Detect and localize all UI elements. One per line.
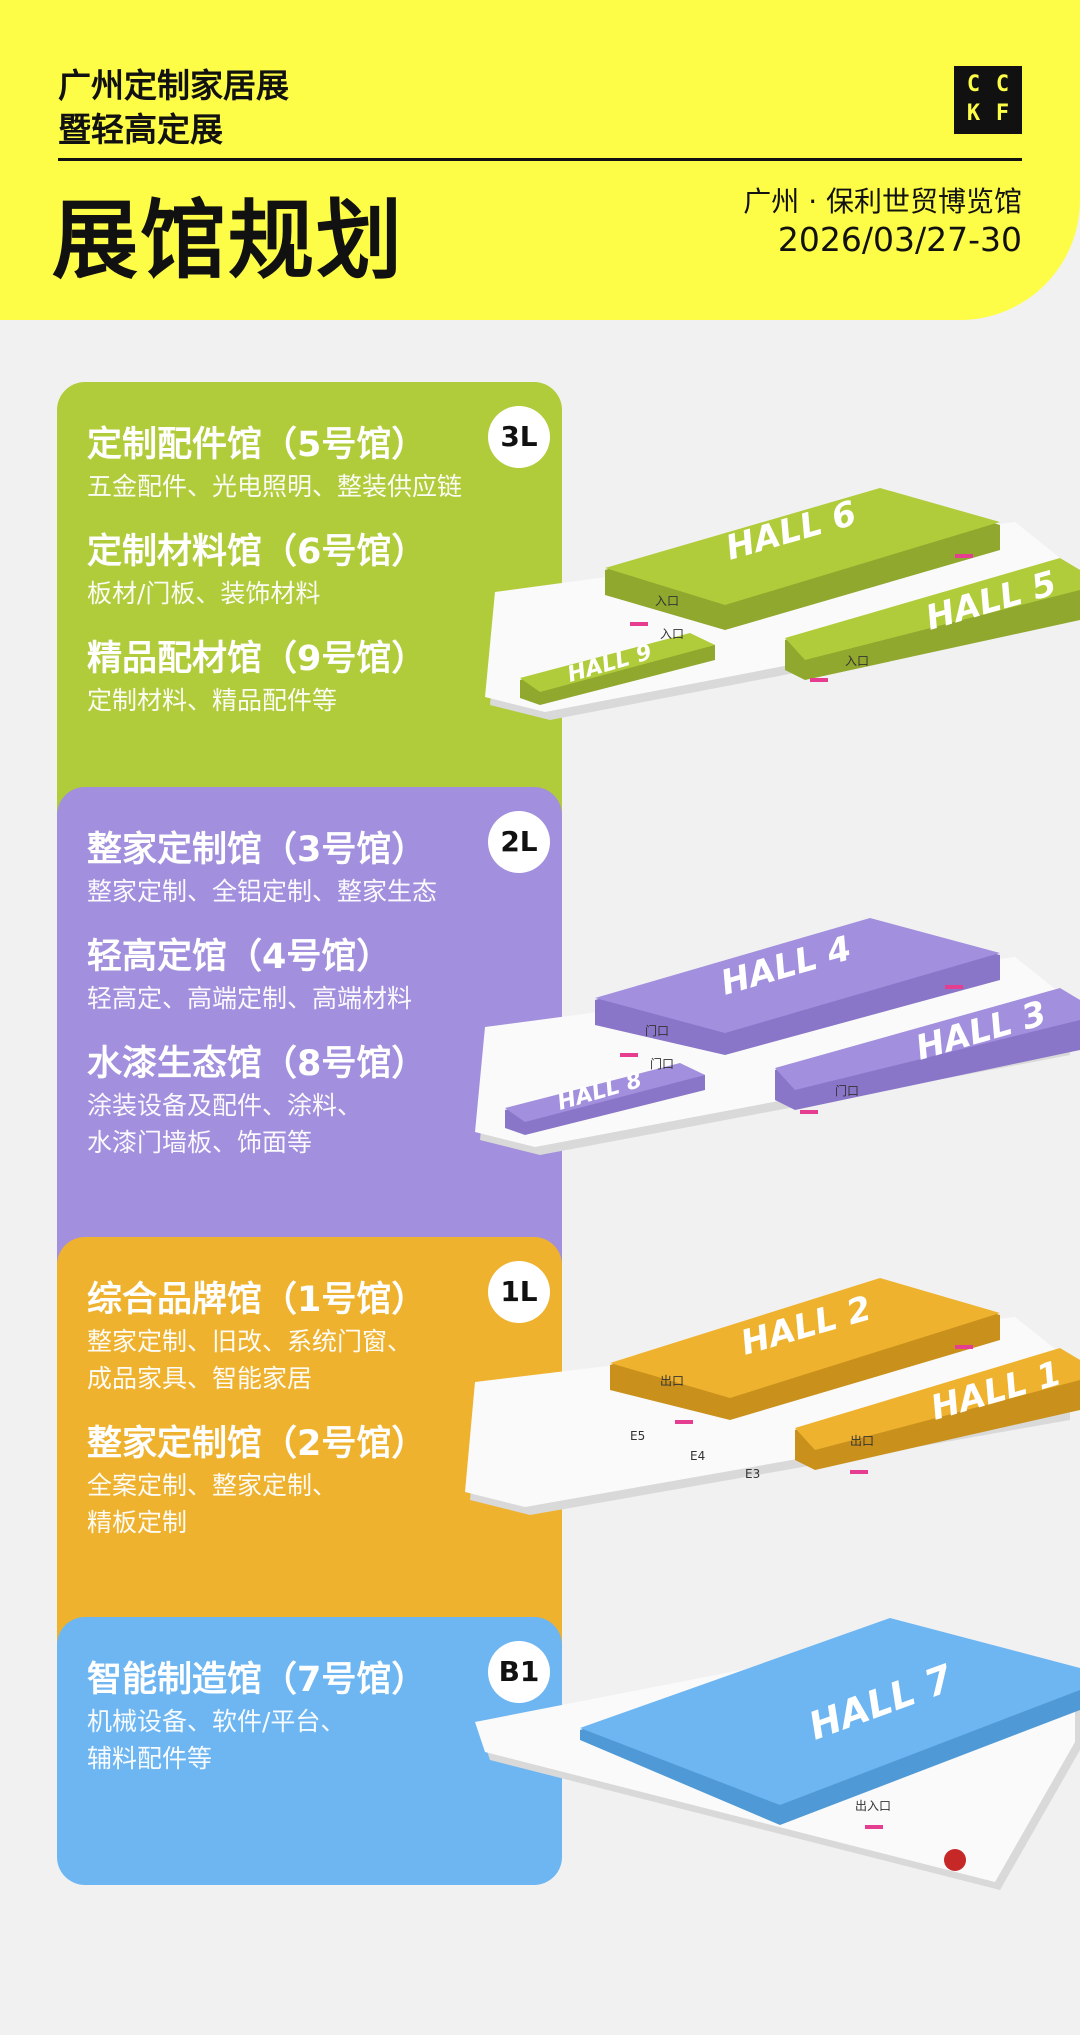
hall-1-block bbox=[795, 1348, 1080, 1450]
hall-description-line: 成品家具、智能家居 bbox=[87, 1364, 313, 1393]
header-banner: 广州定制家居展 暨轻高定展 C C K F 展馆规划 广州 · 保利世贸博览馆 … bbox=[0, 0, 1080, 320]
hall-description: 板材/门板、装饰材料 bbox=[87, 579, 321, 608]
venue-name: 广州 · 保利世贸博览馆 bbox=[743, 185, 1022, 218]
entrance-tag: 出入口 bbox=[855, 1799, 891, 1813]
hall-9-block bbox=[520, 633, 715, 692]
hall-title: 综合品牌馆（1号馆） bbox=[87, 1280, 427, 1320]
gate-label: E4 bbox=[690, 1449, 705, 1463]
hall-title: 整家定制馆（3号馆） bbox=[87, 830, 427, 870]
hall-description: 机械设备、软件/平台、 辅料配件等 bbox=[87, 1703, 532, 1777]
escalator-icon bbox=[630, 554, 973, 682]
exhibition-name-line1: 广州定制家居展 bbox=[58, 66, 289, 105]
floor-map-2l: HALL 4 HALL 3 HALL 8 门口 门口 门口 bbox=[460, 905, 1080, 1165]
floor-panel-b1: B1 智能制造馆（7号馆） 机械设备、软件/平台、 辅料配件等 bbox=[57, 1617, 562, 1885]
entrance-tag: 门口 bbox=[835, 1083, 859, 1098]
floor-badge: 3L bbox=[488, 406, 550, 468]
hall-description: 全案定制、整家定制、 精板定制 bbox=[87, 1467, 532, 1541]
escalator-icon bbox=[675, 1345, 973, 1474]
hall-title: 水漆生态馆（8号馆） bbox=[87, 1044, 427, 1084]
hall-5-block bbox=[785, 558, 1080, 660]
exhibition-name: 广州定制家居展 暨轻高定展 bbox=[58, 64, 289, 152]
hall-3-block bbox=[775, 988, 1080, 1090]
floor-map-b1: HALL 7 出入口 bbox=[460, 1600, 1080, 1900]
hall-description-line: 精板定制 bbox=[87, 1508, 188, 1537]
logo-letter: C bbox=[966, 72, 981, 97]
header-divider bbox=[58, 158, 1022, 161]
hall-title: 定制材料馆（6号馆） bbox=[87, 532, 427, 572]
entrance-tag: 入口 bbox=[845, 654, 869, 668]
page-title: 展馆规划 bbox=[52, 191, 404, 291]
hall-description: 轻高定、高端定制、高端材料 bbox=[87, 984, 413, 1013]
hall-4-block bbox=[595, 918, 1000, 1033]
hall-6-block bbox=[605, 488, 1000, 605]
hall-title: 轻高定馆（4号馆） bbox=[87, 937, 392, 977]
logo-letter: F bbox=[995, 101, 1010, 126]
entrance-tag: 门口 bbox=[650, 1056, 674, 1071]
entrance-tag: 入口 bbox=[660, 627, 684, 641]
hall-description: 五金配件、光电照明、整装供应链 bbox=[87, 472, 463, 501]
hall-description-line: 全案定制、整家定制、 bbox=[87, 1471, 338, 1500]
hall-title: 整家定制馆（2号馆） bbox=[87, 1424, 427, 1464]
hall-description-line: 机械设备、软件/平台、 bbox=[87, 1707, 346, 1736]
cckf-logo: C C K F bbox=[954, 66, 1022, 134]
hall-description: 涂装设备及配件、涂料、 水漆门墙板、饰面等 bbox=[87, 1087, 532, 1161]
escalator-icon bbox=[620, 985, 963, 1114]
hall-7-block bbox=[580, 1618, 1080, 1805]
gate-label: E5 bbox=[630, 1429, 645, 1443]
hall-description: 整家定制、旧改、系统门窗、 成品家具、智能家居 bbox=[87, 1323, 532, 1397]
hall-title: 智能制造馆（7号馆） bbox=[87, 1660, 427, 1700]
logo-letter: C bbox=[995, 72, 1010, 97]
floor-badge: 2L bbox=[488, 811, 550, 873]
hall-title: 精品配材馆（9号馆） bbox=[87, 639, 427, 679]
hall-description-line: 辅料配件等 bbox=[87, 1744, 213, 1773]
hall-description-line: 整家定制、旧改、系统门窗、 bbox=[87, 1327, 413, 1356]
hall-description-line: 水漆门墙板、饰面等 bbox=[87, 1128, 313, 1157]
floor-map-3l: HALL 6 HALL 5 HALL 9 入口 入口 入口 bbox=[460, 470, 1080, 750]
event-dates: 2026/03/27-30 bbox=[777, 220, 1022, 259]
hall-description-line: 涂装设备及配件、涂料、 bbox=[87, 1091, 363, 1120]
exit-tag: 出口 bbox=[850, 1434, 874, 1448]
exit-tag: 出口 bbox=[660, 1374, 684, 1388]
floor-badge: B1 bbox=[488, 1641, 550, 1703]
gate-label: E3 bbox=[745, 1467, 760, 1481]
hall-2-block bbox=[610, 1278, 1000, 1398]
hall-description: 整家定制、全铝定制、整家生态 bbox=[87, 877, 438, 906]
entrance-tag: 入口 bbox=[655, 594, 679, 608]
metro-icon bbox=[944, 1849, 966, 1871]
exhibition-name-line2: 暨轻高定展 bbox=[58, 110, 223, 149]
escalator-icon bbox=[865, 1825, 883, 1829]
hall-title: 定制配件馆（5号馆） bbox=[87, 425, 427, 465]
floor-map-1l: HALL 2 HALL 1 出口 出口 E5 E4 E3 bbox=[460, 1270, 1080, 1530]
hall-8-block bbox=[505, 1063, 705, 1122]
hall-description: 定制材料、精品配件等 bbox=[87, 686, 338, 715]
floor-badge: 1L bbox=[488, 1261, 550, 1323]
logo-letter: K bbox=[966, 101, 981, 126]
entrance-tag: 门口 bbox=[645, 1023, 669, 1038]
